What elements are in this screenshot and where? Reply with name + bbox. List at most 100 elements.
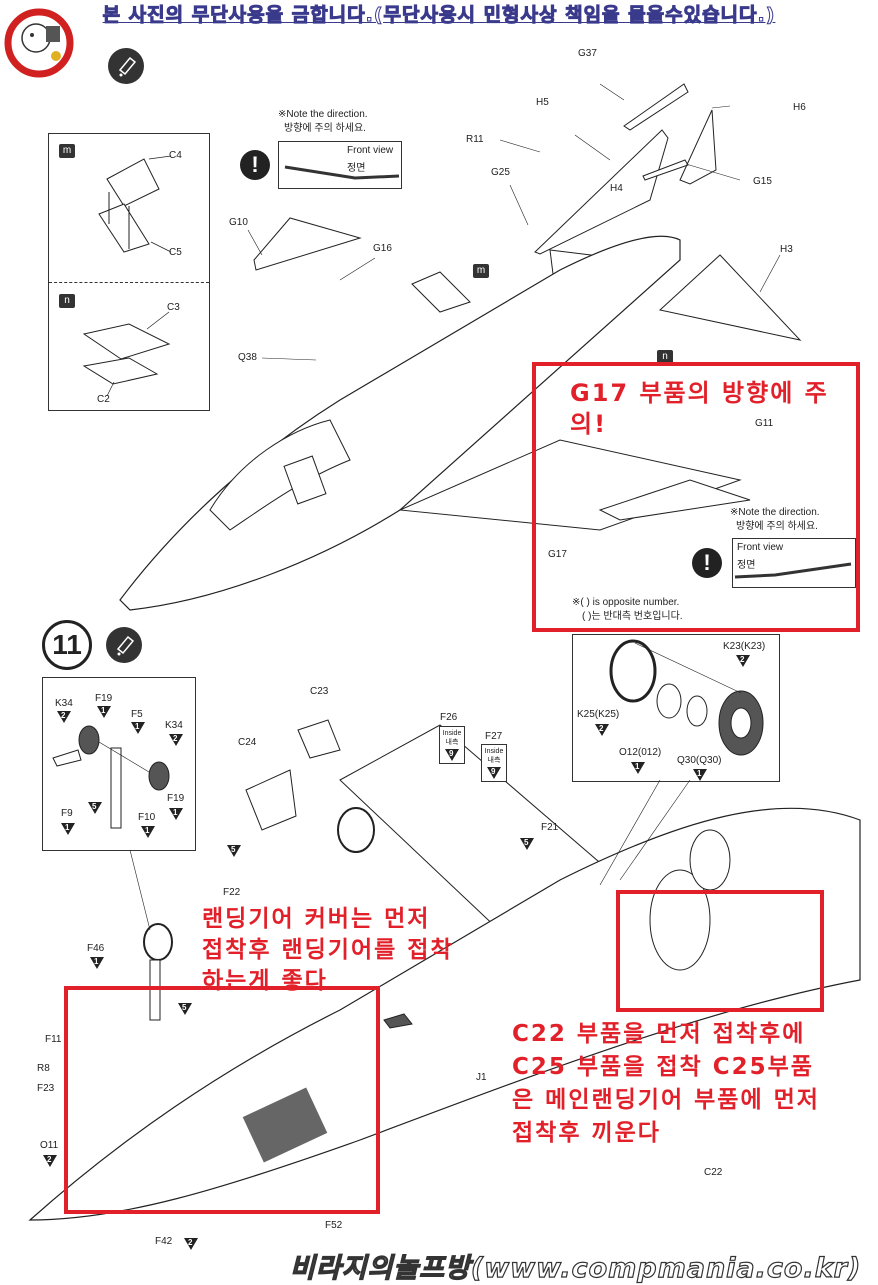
qty-marker: 5 [88,802,102,814]
part-label-c5: C5 [169,247,182,258]
part-label-f19: F19 [167,793,185,804]
marker-n-icon: n [59,294,75,308]
qty-marker: 2 [736,655,750,667]
direction-note-ko: 방향에 주의 하세요. [736,521,818,532]
front-view-label-ko: 정면 [737,560,756,571]
part-label-g37: G37 [578,48,597,59]
front-view-label: Front view [737,542,784,553]
qty-marker: 9 [487,767,501,779]
annotation-box-main-gear [616,890,824,1012]
divider [49,282,209,283]
opposite-note-en: ※( ) is opposite number. [572,597,680,608]
front-view-label: Front view [347,145,394,156]
part-label-k25: K25(K25) [577,709,620,720]
variant-inset-box: m n C4 C5 C3 C2 [48,133,210,411]
part-label-h5: H5 [536,97,549,108]
part-label-h4: H4 [610,183,623,194]
qty-marker: 1 [631,762,645,774]
part-label-q38: Q38 [238,352,257,363]
opposite-number-note: ※( ) is opposite number. ( )는 반대측 번호입니다. [572,596,683,624]
part-label-g25: G25 [491,167,510,178]
part-label-q30: Q30(Q30) [677,755,722,766]
part-label-r8: R8 [37,1063,50,1074]
qty-marker: 1 [693,769,707,781]
warning-icon: ! [692,548,722,578]
direction-note-en: ※Note the direction. [278,109,368,120]
part-label-o11: O11 [40,1140,59,1151]
part-label-f46: F46 [87,943,105,954]
part-label-f9: F9 [61,808,73,819]
inside-tag-ko: 내측 [487,757,501,764]
annotation-box-landing-gear-left [64,986,380,1214]
main-wheel-inset-box: K23(K23) 2 K25(K25) 2 O12(012) 1 Q30(Q30… [572,634,780,782]
qty-marker: 2 [169,734,183,746]
part-label-o12: O12(012) [619,747,662,758]
glue-icon [108,48,144,84]
inside-tag-f26: Inside 내측 9 [439,726,465,764]
aircraft-drawing-step10 [119,83,802,611]
marker-n-icon: n [657,350,673,364]
qty-marker: 5 [227,845,241,857]
part-label-f10: F10 [138,812,156,823]
qty-marker: 1 [90,957,104,969]
warning-icon: ! [240,150,270,180]
direction-note-ko: 방향에 주의 하세요. [284,123,366,134]
annotation-c22-c25: C22 부품을 먼저 접착후에 C25 부품을 접착 C25부품은 메인랜딩기어… [512,1021,820,1146]
part-label-c22: C22 [704,1167,723,1178]
part-label-f22: F22 [223,887,241,898]
part-label-f19: F19 [95,693,113,704]
part-label-f26: F26 [440,712,458,723]
qty-marker: 5 [178,1003,192,1015]
part-label-k23: K23(K23) [723,641,766,652]
qty-marker: 2 [184,1238,198,1250]
front-view-label-ko: 정면 [347,163,366,174]
qty-marker: 1 [97,706,111,718]
step-number: 11 [42,620,92,670]
part-label-f21: F21 [541,822,559,833]
qty-marker: 9 [445,749,459,761]
inside-tag-en: Inside [442,730,462,737]
part-label-g17: G17 [548,549,567,560]
part-label-c24: C24 [238,737,257,748]
part-label-g11: G11 [755,418,774,429]
marker-m-icon: m [59,144,75,158]
annotation-g17: G17 부품의 방향에 주의! [570,379,829,438]
qty-marker: 1 [131,722,145,734]
front-view-box-right: Front view 정면 [732,538,856,588]
part-label-c4: C4 [169,150,182,161]
opposite-note-ko: ( )는 반대측 번호입니다. [582,611,683,622]
qty-marker: 2 [57,711,71,723]
mascot-logo-icon [4,8,74,78]
part-label-f5: F5 [131,709,143,720]
aircraft-drawing-step11 [28,719,861,1221]
front-view-box-top: Front view 정면 [278,141,402,189]
part-label-k34: K34 [55,698,73,709]
part-label-f52: F52 [325,1220,343,1231]
qty-marker: 1 [169,808,183,820]
direction-note-right: ※Note the direction. 방향에 주의 하세요. [730,506,820,534]
qty-marker: 1 [61,823,75,835]
part-label-h3: H3 [780,244,793,255]
annotation-box-g17 [532,362,860,632]
part-label-r11: R11 [466,134,484,145]
part-label-c23: C23 [310,686,329,697]
part-label-k34: K34 [165,720,183,731]
part-label-f27: F27 [485,731,503,742]
inside-tag-en: Inside [484,748,504,755]
inside-tag-f27: Inside 내측 9 [481,744,507,782]
qty-marker: 1 [141,826,155,838]
qty-marker: 5 [520,838,534,850]
annotation-landing-gear-cover: 랜딩기어 커버는 먼저 접착후 랜딩기어를 접착하는게 좋다 [202,906,454,994]
part-label-f42: F42 [155,1236,173,1247]
direction-note-en: ※Note the direction. [730,507,820,518]
inside-tag-ko: 내측 [445,739,459,746]
glue-icon [106,627,142,663]
qty-marker: 2 [595,724,609,736]
part-label-c2: C2 [97,394,110,405]
part-label-g16: G16 [373,243,392,254]
qty-marker: 2 [43,1155,57,1167]
part-label-h6: H6 [793,102,806,113]
part-label-c3: C3 [167,302,180,313]
watermark-bottom: 비라지의놀프방(www.compmania.co.kr) [289,1252,862,1284]
nose-gear-inset-box: K34 2 F19 1 F5 1 K34 2 F9 1 F10 1 F19 1 … [42,677,196,851]
